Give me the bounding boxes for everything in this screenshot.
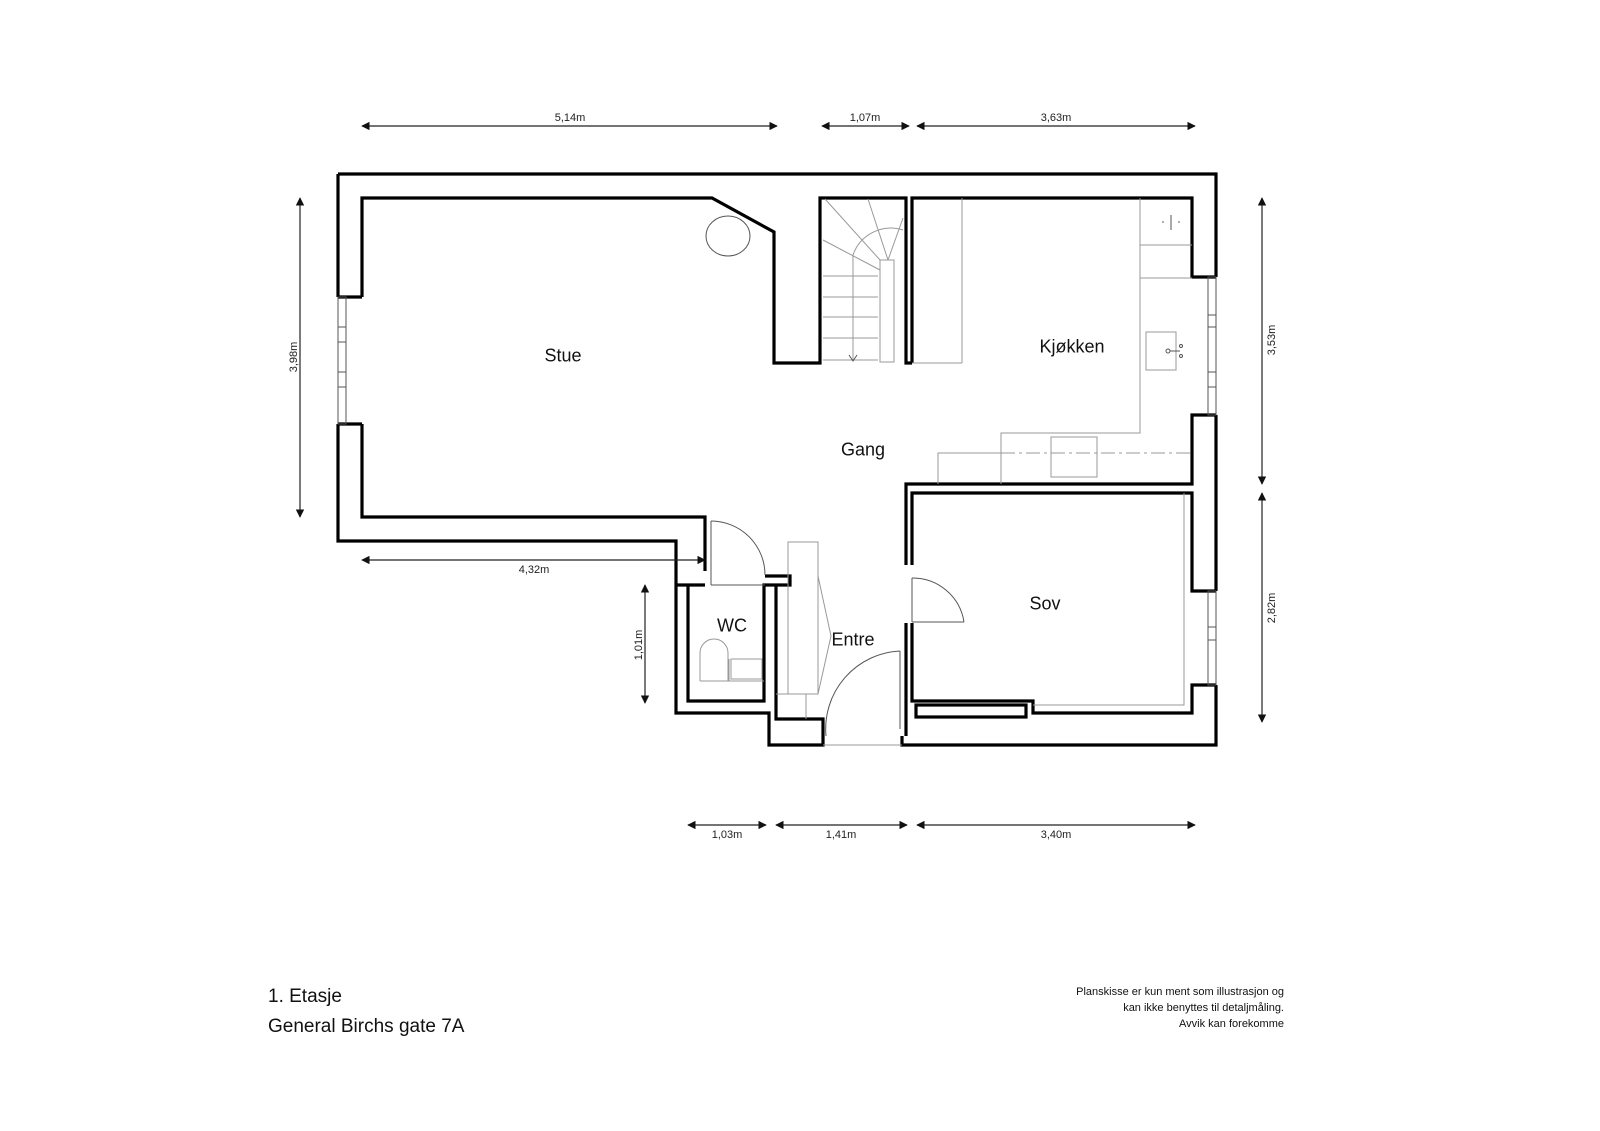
dim-label-stue-bottom: 4,32m [518, 564, 550, 576]
address-title: General Birchs gate 7A [268, 1016, 465, 1037]
room-label-gang: Gang [840, 439, 886, 460]
fireplace-icon [705, 215, 751, 257]
dim-label-right-1: 3,53m [1266, 324, 1278, 356]
room-label-wc: WC [717, 615, 747, 636]
kitchen-walls [904, 196, 1216, 565]
room-label-stue: Stue [544, 345, 582, 366]
room-label-kjokken: Kjøkken [1039, 336, 1105, 357]
dim-label-bottom-2: 1,41m [825, 829, 857, 841]
dim-label-bottom-1: 1,03m [711, 829, 743, 841]
windows [337, 276, 1217, 686]
dim-label-top-1: 5,14m [554, 112, 586, 124]
floor-title: 1. Etasje [268, 986, 342, 1007]
disclaimer-line-2: kan ikke benyttes til detaljmåling. [1123, 1002, 1284, 1014]
kitchen-fixtures [912, 198, 1192, 484]
room-label-entre: Entre [831, 629, 875, 650]
dim-label-top-3: 3,63m [1040, 112, 1072, 124]
room-label-sov: Sov [1029, 593, 1061, 614]
entre-fixtures [776, 541, 832, 719]
wc-fixtures [699, 638, 764, 682]
disclaimer-line-3: Avvik kan forekomme [1179, 1018, 1284, 1030]
staircase [822, 198, 904, 363]
outer-walls [336, 172, 1218, 747]
dim-label-top-2: 1,07m [849, 112, 881, 124]
dim-label-bottom-3: 3,40m [1040, 829, 1072, 841]
wardrobe-outline [1033, 493, 1185, 706]
dimension-lines [295, 121, 1267, 830]
disclaimer-line-1: Planskisse er kun ment som illustrasjon … [1076, 986, 1284, 998]
disclaimer: Planskisse er kun ment som illustrasjon … [1076, 984, 1284, 1032]
dim-label-left: 3,98m [288, 341, 300, 373]
doors [710, 520, 965, 746]
stue-walls [338, 196, 912, 571]
dim-label-right-2: 2,82m [1266, 592, 1278, 624]
dim-label-wc-height: 1,01m [633, 629, 645, 661]
sov-walls [904, 491, 1216, 736]
